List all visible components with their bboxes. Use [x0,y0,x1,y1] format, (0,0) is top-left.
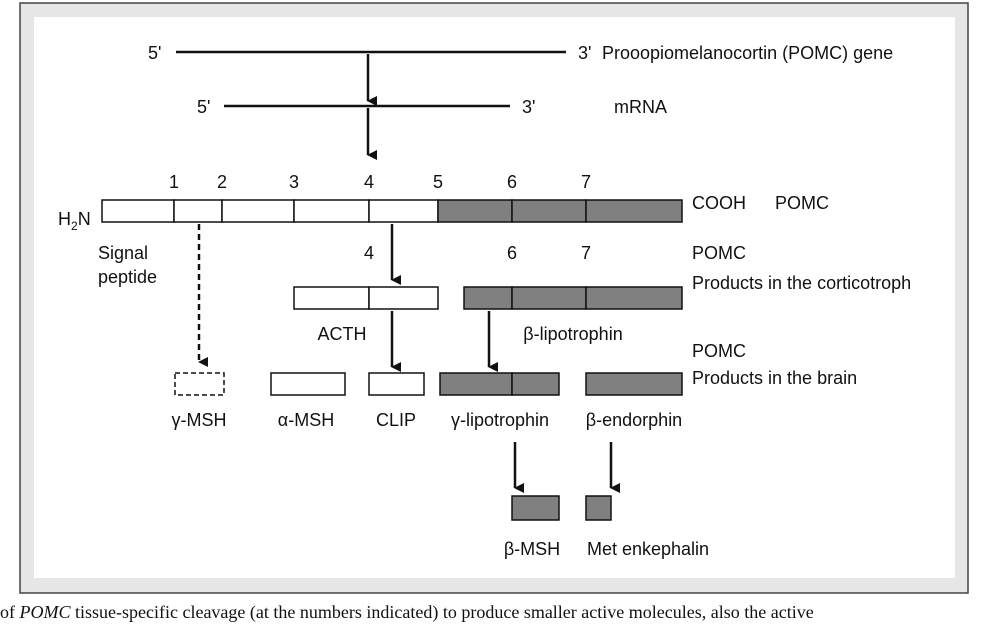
signal-peptide-label-line1: Signal [98,243,148,263]
gamma-lipotrophin-segment-2 [511,372,560,396]
pomc-segment-gamma-msh [173,199,223,223]
met-enkephalin-box [585,495,612,521]
gene-5prime: 5' [148,43,161,63]
pomc-segment-4-5 [368,199,439,223]
gamma-lipotrophin-label: γ-lipotrophin [451,410,549,430]
alpha-msh-label: α-MSH [278,410,334,430]
beta-lipotrophin-segment-3 [585,286,683,310]
pomc-segment-signal [101,199,175,223]
gene-3prime: 3' [578,43,591,63]
figure-caption: of POMC tissue-specific cleavage (at the… [0,598,988,626]
cleavage-number-2: 2 [217,172,227,192]
gamma-lipotrophin-segment-1 [439,372,513,396]
beta-msh-label: β-MSH [504,539,560,559]
mrna-label: mRNA [614,97,667,117]
pomc-segment-2-3 [221,199,295,223]
corticotroph-number-6: 6 [507,243,517,263]
clip-label: CLIP [376,410,416,430]
clip-box [368,372,425,396]
acth-label: ACTH [318,324,367,344]
alpha-msh-box [270,372,346,396]
beta-lipotrophin-label: β-lipotrophin [523,324,622,344]
pomc-segment-6-7 [511,199,587,223]
cleavage-number-1: 1 [169,172,179,192]
pomc-segment-5-6 [437,199,513,223]
caption-gene: POMC [19,602,71,622]
cleavage-number-6: 6 [507,172,517,192]
gamma-msh-label: γ-MSH [172,410,227,430]
acth-bar [293,286,439,310]
c-terminus-label: COOH [692,193,746,213]
beta-endorphin-label: β-endorphin [586,410,682,430]
mrna-5prime: 5' [197,97,210,117]
signal-peptide-label-line2: peptide [98,267,157,287]
beta-lipotrophin-bar [463,286,683,310]
beta-msh-box [511,495,560,521]
pomc-precursor-bar [101,199,683,223]
gamma-msh-box [174,372,225,396]
brain-label-line2: Products in the brain [692,368,857,388]
corticotroph-number-4: 4 [364,243,374,263]
pomc-segment-7-end [585,199,683,223]
corticotroph-label-line2: Products in the corticotroph [692,273,911,293]
gene-label: Prooopiomelanocortin (POMC) gene [602,43,893,63]
cleavage-number-3: 3 [289,172,299,192]
beta-lipotrophin-segment-2 [511,286,587,310]
beta-lipotrophin-segment-1 [463,286,513,310]
mrna-3prime: 3' [522,97,535,117]
gamma-lipotrophin-bar [439,372,560,396]
pomc-label: POMC [775,193,829,213]
cleavage-number-7: 7 [581,172,591,192]
brain-label-line1: POMC [692,341,746,361]
corticotroph-number-7: 7 [581,243,591,263]
cleavage-number-5: 5 [433,172,443,192]
beta-endorphin-box [585,372,683,396]
caption-lead: of [0,602,20,622]
cleavage-number-4: 4 [364,172,374,192]
caption-rest: tissue-specific cleavage (at the numbers… [70,602,814,622]
met-enkephalin-label: Met enkephalin [587,539,709,559]
corticotroph-label-line1: POMC [692,243,746,263]
acth-segment-right [368,286,439,310]
n-terminus-label: H2N [58,209,91,233]
pomc-segment-3-4 [293,199,370,223]
acth-segment-left [293,286,370,310]
